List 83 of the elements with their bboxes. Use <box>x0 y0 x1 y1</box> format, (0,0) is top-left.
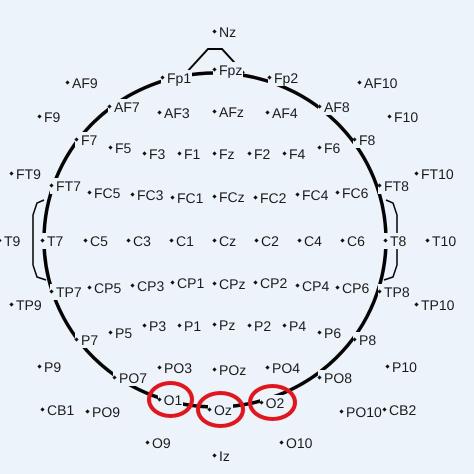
electrode-label: TP7 <box>50 284 83 300</box>
electrode-label: F1 <box>178 146 202 162</box>
electrode-label: T7 <box>41 233 64 249</box>
electrode-label: F4 <box>283 146 306 162</box>
electrode-label: CP2 <box>254 275 288 291</box>
electrode-label: CB1 <box>41 402 76 418</box>
electrode-label: Fz <box>213 146 236 162</box>
electrode-label: CP3 <box>131 278 166 294</box>
electrode-label: O10 <box>280 435 314 451</box>
electrode-label: FC6 <box>336 185 370 201</box>
electrode-label: CP6 <box>336 280 370 296</box>
electrode-label: Iz <box>213 448 231 464</box>
electrode-label: C1 <box>170 233 195 249</box>
electrode-label: P7 <box>75 332 100 348</box>
electrode-label: Cz <box>213 233 238 249</box>
electrode-label: Pz <box>213 317 236 333</box>
electrode-label: F5 <box>109 140 132 156</box>
electrode-label: CB2 <box>383 402 418 418</box>
electrode-label: TP10 <box>415 297 456 313</box>
electrode-label: F10 <box>388 109 420 125</box>
electrode-label: CP5 <box>88 280 122 296</box>
electrode-label: AF7 <box>108 99 141 115</box>
electrode-label: FC5 <box>88 185 122 201</box>
electrode-label: CPz <box>213 276 246 292</box>
electrode-label: P4 <box>283 318 308 334</box>
electrode-label: FT7 <box>50 178 82 194</box>
electrode-label: FC1 <box>171 190 204 206</box>
electrode-label: Oz <box>208 402 233 418</box>
electrode-label: C5 <box>84 233 109 249</box>
electrode-label: O2 <box>260 394 286 410</box>
electrode-label: AF3 <box>158 105 191 121</box>
electrode-label: PO9 <box>86 404 122 420</box>
electrode-label: T9 <box>0 233 22 249</box>
electrode-label: P3 <box>143 318 168 334</box>
electrode-label: C3 <box>127 233 152 249</box>
electrode-label: P9 <box>38 359 62 375</box>
electrode-label: TP8 <box>378 284 411 300</box>
electrode-label: P10 <box>386 359 418 375</box>
electrode-label: AF8 <box>318 99 351 115</box>
electrode-label: P6 <box>318 325 342 341</box>
electrode-label: PO4 <box>266 360 302 376</box>
electrode-label: AFz <box>213 104 245 120</box>
electrode-label: F3 <box>143 146 166 162</box>
electrode-label: C6 <box>341 233 366 249</box>
electrode-label: P2 <box>248 318 272 334</box>
highlight-ring <box>196 391 245 428</box>
electrode-label: T8 <box>384 233 408 249</box>
electrode-label: FCz <box>213 189 246 205</box>
highlight-ring <box>248 384 297 421</box>
electrode-label: FC2 <box>254 190 288 206</box>
electrode-label: AF4 <box>266 105 299 121</box>
electrode-label: PO8 <box>318 370 354 386</box>
electrode-label: C4 <box>298 233 323 249</box>
electrode-label: O9 <box>146 435 172 451</box>
electrode-label: AF9 <box>66 75 99 91</box>
electrode-label: PO3 <box>158 360 194 376</box>
electrode-label: Fp2 <box>268 70 300 86</box>
electrode-label: POz <box>213 362 248 378</box>
electrode-label: AF10 <box>358 75 398 91</box>
electrode-label: FT8 <box>378 178 410 194</box>
electrode-label: FT10 <box>415 166 455 182</box>
electrode-label: Fp1 <box>161 70 192 86</box>
electrode-label: F2 <box>248 146 272 162</box>
electrode-label: F9 <box>38 109 62 125</box>
electrode-label: F6 <box>318 140 342 156</box>
highlight-ring <box>147 381 194 418</box>
electrode-label: P5 <box>109 325 134 341</box>
electrode-label: FC4 <box>296 187 330 203</box>
electrode-label: PO10 <box>340 404 383 420</box>
electrode-label: P8 <box>353 332 378 348</box>
electrode-label: CP4 <box>296 278 330 294</box>
electrode-label: PO7 <box>113 370 148 386</box>
electrode-label: CP1 <box>171 275 206 291</box>
electrode-label: FT9 <box>10 166 42 182</box>
electrode-label: Nz <box>213 24 238 40</box>
electrode-label: F7 <box>75 132 98 148</box>
electrode-label: T10 <box>426 233 458 249</box>
electrode-label: FC3 <box>131 187 164 203</box>
electrode-label: TP9 <box>10 297 43 313</box>
electrode-label: Fpz <box>213 62 244 78</box>
electrode-label: C2 <box>255 233 280 249</box>
electrode-label: P1 <box>178 318 202 334</box>
electrode-label: F8 <box>353 132 376 148</box>
